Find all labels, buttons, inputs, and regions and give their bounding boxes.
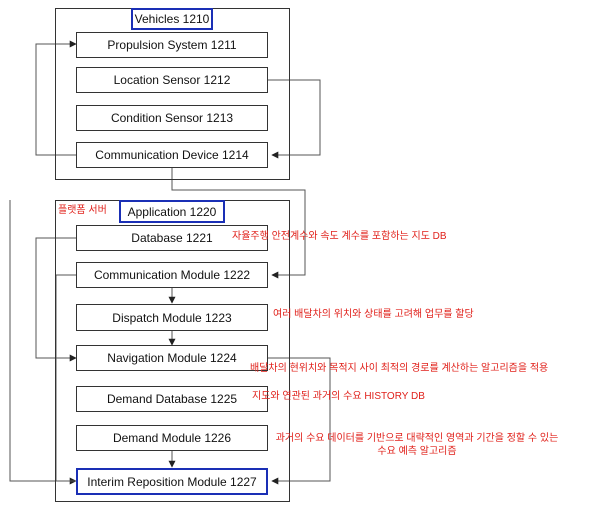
connector-comm-device-to-propulsion [35,40,78,156]
annotation-database: 자율주행 안전계수와 속도 계수를 포함하는 지도 DB [232,231,447,242]
database-box: Database 1221 [76,225,268,251]
application-title: Application 1220 [119,200,225,223]
communication-device-box: Communication Device 1214 [76,142,268,168]
interim-reposition-module-box: Interim Reposition Module 1227 [76,468,268,495]
communication-module-box: Communication Module 1222 [76,262,268,288]
connector-interim-to-vehicles [9,200,76,482]
dispatch-module-box: Dispatch Module 1223 [76,304,268,331]
annotation-demand-module: 과거의 수요 데이터를 기반으로 대략적인 영역과 기간을 정할 수 있는 수요… [252,432,582,458]
propulsion-system-box: Propulsion System 1211 [76,32,268,58]
annotation-dispatch: 여러 배달차의 위치와 상태를 고려해 업무를 할당 [273,309,474,320]
demand-database-box: Demand Database 1225 [76,386,268,412]
annotation-demand-module-line1: 과거의 수요 데이터를 기반으로 대략적인 영역과 기간을 정할 수 있는 [275,433,559,444]
location-sensor-box: Location Sensor 1212 [76,67,268,93]
annotation-demand-module-line2: 수요 예측 알고리즘 [377,446,457,457]
vehicles-title: Vehicles 1210 [131,8,213,30]
annotation-navigation: 배달차의 현위치와 목적지 사이 최적의 경로를 계산하는 알고리즘을 적용 [250,363,549,374]
condition-sensor-box: Condition Sensor 1213 [76,105,268,131]
connector-location-to-comm-device [268,79,321,159]
demand-module-box: Demand Module 1226 [76,425,268,451]
connector-comm-device-to-comm-module [171,168,306,279]
connector-navigation-to-interim [268,357,331,485]
navigation-module-box: Navigation Module 1224 [76,345,268,371]
annotation-demand-database: 지도와 연관된 과거의 수요 HISTORY DB [252,391,425,402]
platform-server-label: 플랫폼 서버 [58,205,107,216]
